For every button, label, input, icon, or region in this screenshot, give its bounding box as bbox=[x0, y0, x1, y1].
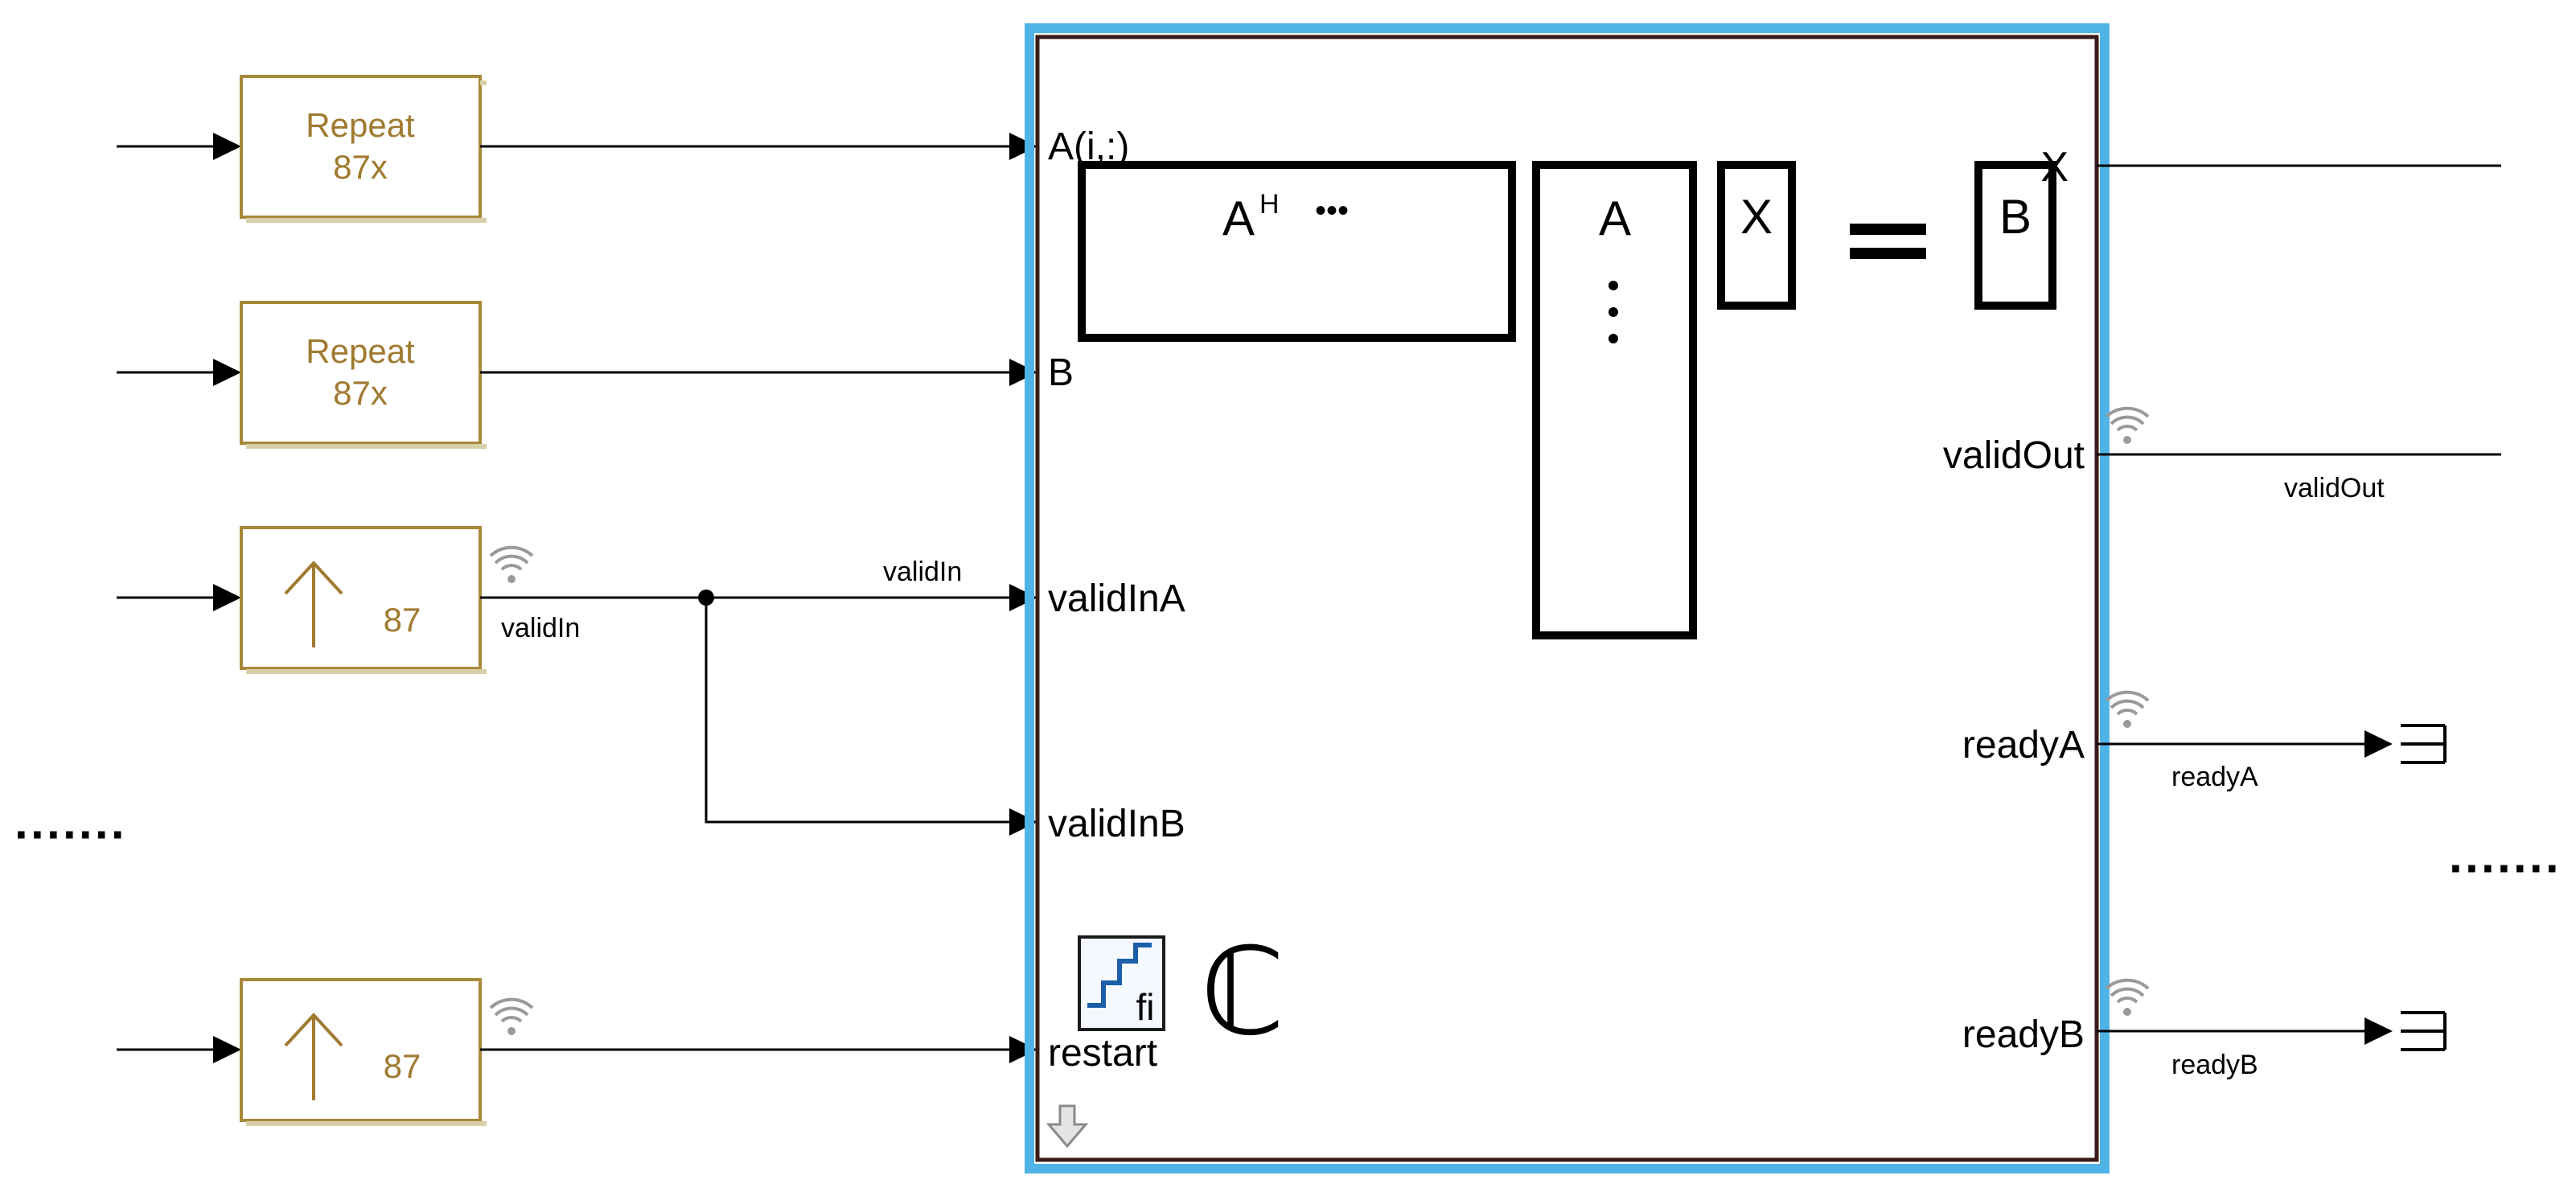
x-vector-icon: X bbox=[1717, 161, 1796, 310]
upsample-block-restart[interactable]: 87 bbox=[240, 978, 487, 1126]
upsample-block-valid[interactable]: 87 bbox=[240, 526, 487, 674]
equals-icon bbox=[1850, 224, 1926, 259]
matrix-solve-subsystem[interactable]: A(i,:) B validInA validInB restart X val… bbox=[1025, 23, 2110, 1173]
complex-symbol-icon: ℂ bbox=[1201, 924, 1285, 1059]
up-arrow-icon bbox=[284, 561, 343, 647]
terminator-icon[interactable] bbox=[2401, 724, 2447, 764]
signal-log-icon bbox=[2105, 406, 2150, 444]
ah-matrix-icon: A H ••• bbox=[1078, 161, 1516, 342]
ellipsis-left: ······· bbox=[14, 808, 127, 861]
repeat-b-factor: 87x bbox=[333, 374, 388, 412]
upsample-valid-factor: 87 bbox=[384, 601, 421, 639]
validout-wire-label: validOut bbox=[2284, 473, 2385, 503]
branch-point bbox=[698, 590, 714, 606]
subsystem-frame bbox=[1035, 35, 2099, 1162]
ah-superscript: H bbox=[1259, 189, 1280, 220]
a-matrix-icon: A bbox=[1532, 161, 1697, 639]
port-readya-label: readyA bbox=[1962, 724, 2085, 767]
b-vector-icon: B bbox=[1974, 161, 2056, 310]
port-validout-label: validOut bbox=[1943, 434, 2085, 477]
ah-dots: ••• bbox=[1315, 193, 1349, 228]
ah-label: A bbox=[1222, 191, 1255, 245]
terminator-icon[interactable] bbox=[2401, 1011, 2447, 1051]
repeat-a-factor: 87x bbox=[333, 148, 388, 186]
up-arrow-icon bbox=[284, 1013, 343, 1100]
port-b-label: B bbox=[1048, 351, 1074, 394]
upsample-restart-factor: 87 bbox=[384, 1047, 421, 1085]
b-label: B bbox=[1999, 190, 2032, 244]
a-label: A bbox=[1599, 191, 1631, 245]
port-validinb-label: validInB bbox=[1048, 803, 1185, 845]
port-validina-label: validInA bbox=[1048, 577, 1185, 620]
fixed-point-icon: fi bbox=[1078, 935, 1165, 1031]
ellipsis-right: ······· bbox=[2449, 841, 2562, 895]
validin-wire-label: validIn bbox=[501, 613, 580, 643]
selection-highlight bbox=[1025, 23, 2110, 1173]
validin-branch-label: validIn bbox=[883, 557, 962, 587]
repeat-b-label: Repeat bbox=[306, 332, 415, 370]
signal-log-icon bbox=[489, 545, 534, 583]
repeat-block-b[interactable]: Repeat 87x bbox=[240, 301, 487, 449]
output-wires[interactable] bbox=[2097, 164, 2501, 1045]
port-readyb-label: readyB bbox=[1962, 1013, 2085, 1056]
signal-log-icon bbox=[2105, 978, 2150, 1016]
readyb-wire-label: readyB bbox=[2171, 1050, 2258, 1080]
input-wires[interactable] bbox=[117, 133, 241, 1063]
x-label: X bbox=[1740, 190, 1773, 244]
signal-log-icon bbox=[489, 997, 534, 1035]
connection-wires[interactable] bbox=[480, 133, 1037, 1063]
look-under-mask-icon[interactable] bbox=[1046, 1104, 1089, 1149]
port-restart-label: restart bbox=[1048, 1032, 1157, 1075]
repeat-block-a[interactable]: Repeat 87x bbox=[240, 75, 487, 223]
repeat-a-label: Repeat bbox=[306, 106, 415, 144]
readya-wire-label: readyA bbox=[2171, 762, 2258, 792]
signal-log-icon bbox=[2105, 690, 2150, 728]
fi-label: fi bbox=[1136, 986, 1155, 1028]
